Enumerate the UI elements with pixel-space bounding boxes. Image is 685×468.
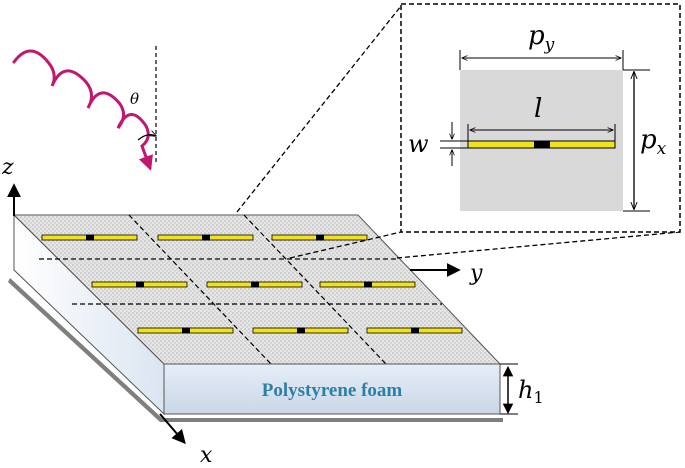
py-label: py <box>528 21 555 55</box>
x-axis <box>159 413 186 445</box>
dipole <box>319 281 416 288</box>
dipole <box>206 281 303 288</box>
z-axis-label: z <box>1 155 14 180</box>
w-label: w <box>408 130 429 158</box>
dipole <box>157 234 254 241</box>
h1-label: h1 <box>518 376 544 407</box>
px-label: px <box>640 125 667 159</box>
dipole-array <box>41 234 463 334</box>
axes: z y x <box>1 155 483 468</box>
zoom-lines <box>236 5 681 259</box>
dipole <box>271 234 368 241</box>
y-axis-label: y <box>469 261 483 286</box>
cell-line <box>243 214 387 365</box>
substrate-label: Polystyrene foam <box>262 380 403 401</box>
wave-path <box>12 49 153 171</box>
dipole <box>366 327 463 334</box>
theta-label: θ <box>130 90 139 108</box>
theta-arc <box>137 135 156 141</box>
dipole <box>41 234 138 241</box>
x-axis-label: x <box>200 443 213 468</box>
substrate-slab: Polystyrene foam <box>8 213 503 422</box>
dipole <box>91 281 188 288</box>
cell-line <box>128 214 272 365</box>
unit-cell-inset: py px l w <box>400 3 681 233</box>
incident-wave: θ <box>12 46 156 171</box>
dipole <box>137 327 234 334</box>
dipole <box>252 327 349 334</box>
l-label: l <box>534 94 542 124</box>
inset-gap <box>534 140 550 149</box>
thickness-dimension: h1 <box>500 363 544 415</box>
